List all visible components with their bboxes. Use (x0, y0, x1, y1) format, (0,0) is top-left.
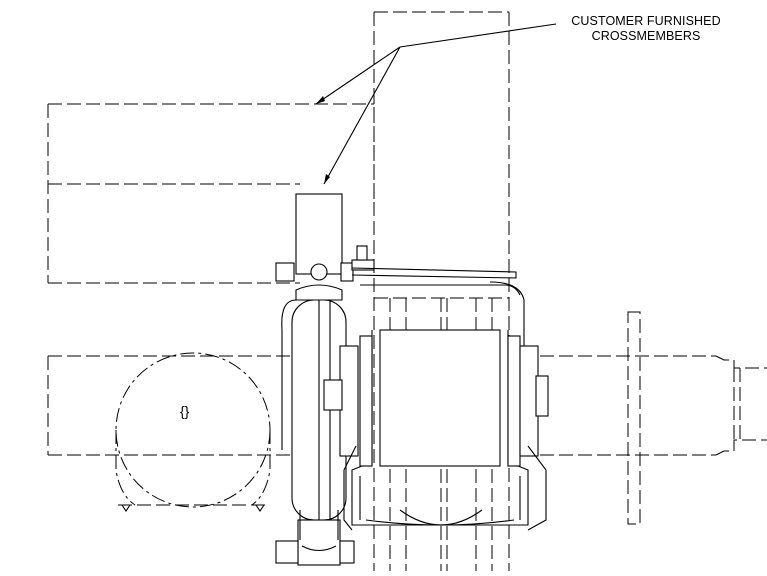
hanger-arm (281, 267, 525, 450)
air-spring (351, 329, 529, 526)
right-bracket (627, 311, 641, 525)
callout-line-2: CROSSMEMBERS (591, 29, 701, 43)
svg-text:{}: {} (180, 403, 190, 419)
mounting-plates (323, 345, 549, 531)
vertical-crossmember (373, 11, 510, 571)
callout-leaders (315, 23, 557, 185)
callout-label: CUSTOMER FURNISHED CROSSMEMBERS (530, 14, 762, 44)
callout-line-1: CUSTOMER FURNISHED (571, 14, 721, 28)
air-tank: {} (115, 352, 271, 512)
upper-crossmember (47, 90, 375, 284)
shock-absorber (275, 193, 375, 566)
